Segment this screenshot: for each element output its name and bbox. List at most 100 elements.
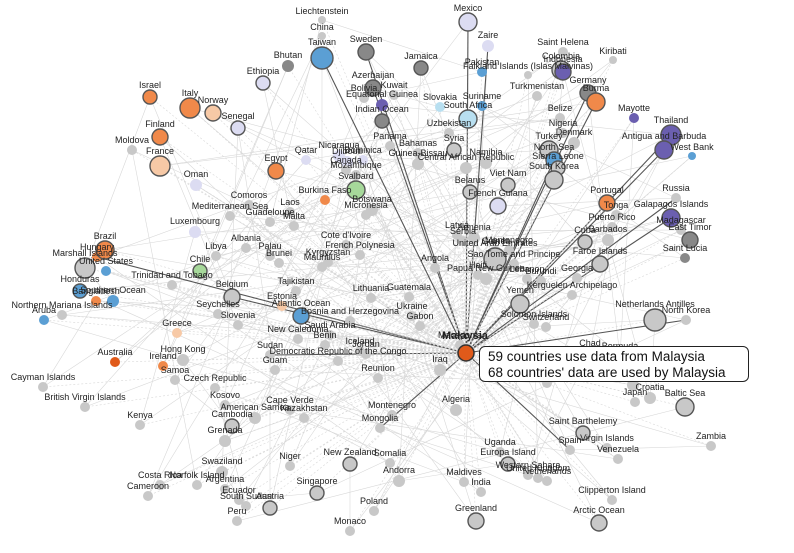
- country-node[interactable]: [565, 445, 575, 455]
- country-node[interactable]: [172, 328, 182, 338]
- country-node[interactable]: [482, 40, 494, 52]
- country-node[interactable]: [435, 102, 445, 112]
- country-node[interactable]: [342, 456, 358, 472]
- country-node[interactable]: [376, 99, 388, 111]
- country-node[interactable]: [292, 307, 310, 325]
- country-node[interactable]: [643, 308, 667, 332]
- country-node[interactable]: [598, 194, 616, 212]
- country-node[interactable]: [265, 350, 275, 360]
- country-node[interactable]: [524, 71, 532, 79]
- country-node[interactable]: [158, 361, 168, 371]
- country-node[interactable]: [211, 251, 221, 261]
- country-node[interactable]: [458, 236, 468, 246]
- country-node[interactable]: [341, 165, 351, 175]
- country-node[interactable]: [706, 441, 716, 451]
- country-node[interactable]: [249, 412, 261, 424]
- country-node[interactable]: [310, 46, 334, 70]
- country-node[interactable]: [364, 79, 382, 97]
- country-node[interactable]: [385, 458, 395, 468]
- country-node[interactable]: [541, 322, 551, 332]
- country-node[interactable]: [39, 315, 49, 325]
- country-node[interactable]: [317, 262, 327, 272]
- country-node[interactable]: [151, 128, 169, 146]
- country-node[interactable]: [345, 316, 355, 326]
- country-node[interactable]: [244, 200, 254, 210]
- country-node[interactable]: [177, 354, 189, 366]
- country-node[interactable]: [234, 495, 244, 505]
- country-node[interactable]: [567, 290, 577, 300]
- country-node[interactable]: [57, 310, 67, 320]
- country-node[interactable]: [219, 435, 231, 447]
- country-node[interactable]: [458, 109, 478, 129]
- country-node[interactable]: [167, 280, 177, 290]
- country-node[interactable]: [366, 293, 376, 303]
- country-node[interactable]: [489, 197, 507, 215]
- country-node[interactable]: [318, 16, 326, 24]
- country-node[interactable]: [155, 480, 165, 490]
- country-node[interactable]: [444, 128, 454, 138]
- country-node[interactable]: [224, 418, 240, 434]
- country-node[interactable]: [232, 516, 242, 526]
- focus-node[interactable]: [457, 344, 475, 362]
- country-node[interactable]: [459, 477, 469, 487]
- country-node[interactable]: [374, 113, 390, 129]
- country-node[interactable]: [270, 365, 280, 375]
- country-node[interactable]: [170, 375, 180, 385]
- country-node[interactable]: [135, 420, 145, 430]
- country-node[interactable]: [265, 217, 275, 227]
- country-node[interactable]: [213, 309, 223, 319]
- country-node[interactable]: [277, 301, 287, 311]
- country-node[interactable]: [675, 397, 695, 417]
- country-node[interactable]: [536, 276, 546, 286]
- country-node[interactable]: [241, 243, 251, 253]
- country-node[interactable]: [333, 356, 343, 366]
- country-node[interactable]: [265, 251, 275, 261]
- country-node[interactable]: [351, 170, 361, 180]
- country-node[interactable]: [325, 330, 335, 340]
- country-node[interactable]: [318, 32, 326, 40]
- country-node[interactable]: [611, 210, 621, 220]
- country-node[interactable]: [267, 162, 285, 180]
- country-node[interactable]: [446, 142, 462, 158]
- country-node[interactable]: [467, 512, 485, 530]
- country-node[interactable]: [38, 382, 48, 392]
- country-node[interactable]: [591, 255, 609, 273]
- country-node[interactable]: [586, 92, 606, 112]
- country-node[interactable]: [473, 270, 483, 280]
- country-node[interactable]: [413, 148, 423, 158]
- country-node[interactable]: [572, 273, 582, 283]
- country-node[interactable]: [477, 101, 487, 111]
- country-node[interactable]: [544, 170, 564, 190]
- country-node[interactable]: [127, 145, 137, 155]
- country-node[interactable]: [680, 253, 690, 263]
- country-node[interactable]: [192, 263, 208, 279]
- country-node[interactable]: [523, 470, 533, 480]
- country-node[interactable]: [320, 195, 330, 205]
- country-node[interactable]: [393, 475, 405, 487]
- country-node[interactable]: [415, 321, 425, 331]
- country-node[interactable]: [607, 495, 617, 505]
- country-node[interactable]: [74, 257, 96, 279]
- country-node[interactable]: [358, 155, 368, 165]
- country-node[interactable]: [142, 89, 158, 105]
- country-node[interactable]: [285, 207, 295, 217]
- country-node[interactable]: [225, 211, 235, 221]
- country-node[interactable]: [289, 221, 299, 231]
- country-node[interactable]: [387, 410, 397, 420]
- country-node[interactable]: [630, 397, 640, 407]
- country-node[interactable]: [220, 400, 230, 410]
- country-node[interactable]: [361, 210, 371, 220]
- country-node[interactable]: [476, 487, 486, 497]
- country-node[interactable]: [661, 208, 681, 228]
- country-node[interactable]: [607, 222, 617, 232]
- country-node[interactable]: [80, 402, 90, 412]
- country-node[interactable]: [529, 319, 539, 329]
- country-node[interactable]: [255, 75, 271, 91]
- country-node[interactable]: [233, 320, 243, 330]
- country-node[interactable]: [500, 456, 516, 472]
- country-node[interactable]: [458, 12, 478, 32]
- country-node[interactable]: [450, 404, 462, 416]
- country-node[interactable]: [671, 193, 681, 203]
- country-node[interactable]: [434, 364, 446, 376]
- country-node[interactable]: [504, 245, 514, 255]
